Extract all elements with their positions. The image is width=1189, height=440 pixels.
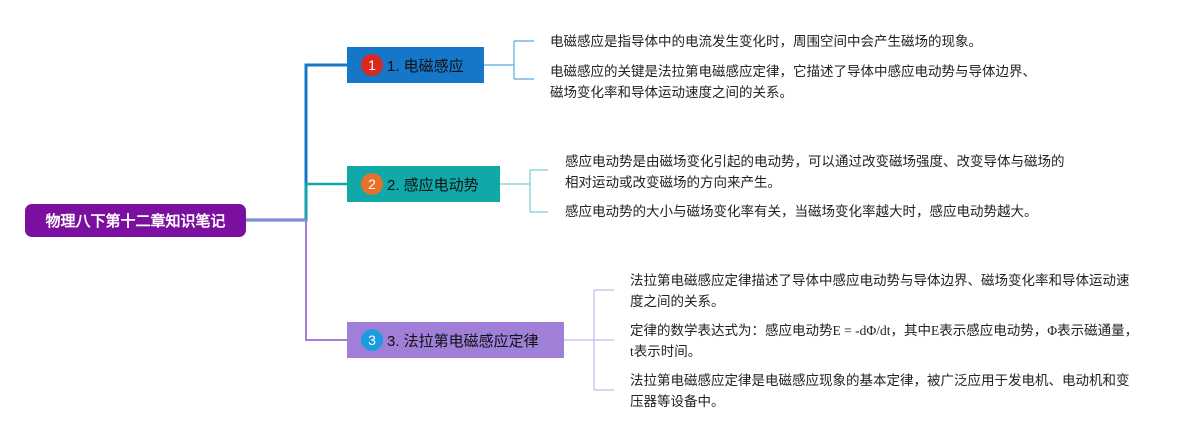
bracket-b2 (500, 169, 548, 213)
number-badge-1: 1 (361, 54, 383, 76)
root-node[interactable]: 物理八下第十二章知识笔记 (25, 204, 246, 237)
edge-root-b3 (246, 219, 347, 341)
branch-label-2: 2. 感应电动势 (387, 176, 479, 194)
branch-label-3: 3. 法拉第电磁感应定律 (387, 332, 539, 350)
leaf-text-1-1: 电磁感应是指导体中的电流发生变化时，周围空间中会产生磁场的现象。 (550, 34, 982, 49)
root-label: 物理八下第十二章知识笔记 (45, 213, 226, 230)
edge-root-b1 (246, 63, 347, 222)
leaf-text-2-2: 感应电动势的大小与磁场变化率有关，当磁场变化率越大时，感应电动势越大。 (565, 204, 1038, 219)
branch-node-2[interactable]: 2 2. 感应电动势 (347, 166, 500, 202)
bracket-b3 (564, 289, 614, 391)
branch-label-1: 1. 电磁感应 (387, 57, 464, 75)
number-badge-2: 2 (361, 173, 383, 195)
edge-root-b2 (246, 182, 347, 222)
leaf-text-1-2: 电磁感应的关键是法拉第电磁感应定律，它描述了导体中感应电动势与导体边界、磁场变化… (550, 64, 1036, 100)
leaf-text-3-2: 定律的数学表达式为：感应电动势E = -dΦ/dt，其中E表示感应电动势，Φ表示… (630, 323, 1139, 359)
branch-node-1[interactable]: 1 1. 电磁感应 (347, 47, 484, 83)
bracket-b1 (484, 40, 534, 80)
number-badge-3: 3 (361, 329, 383, 351)
leaf-text-3-3: 法拉第电磁感应定律是电磁感应现象的基本定律，被广泛应用于发电机、电动机和变压器等… (630, 373, 1130, 409)
branch-node-3[interactable]: 3 3. 法拉第电磁感应定律 (347, 322, 564, 358)
leaf-text-3-1: 法拉第电磁感应定律描述了导体中感应电动势与导体边界、磁场变化率和导体运动速度之间… (630, 273, 1130, 309)
leaf-text-2-1: 感应电动势是由磁场变化引起的电动势，可以通过改变磁场强度、改变导体与磁场的相对运… (565, 154, 1065, 190)
